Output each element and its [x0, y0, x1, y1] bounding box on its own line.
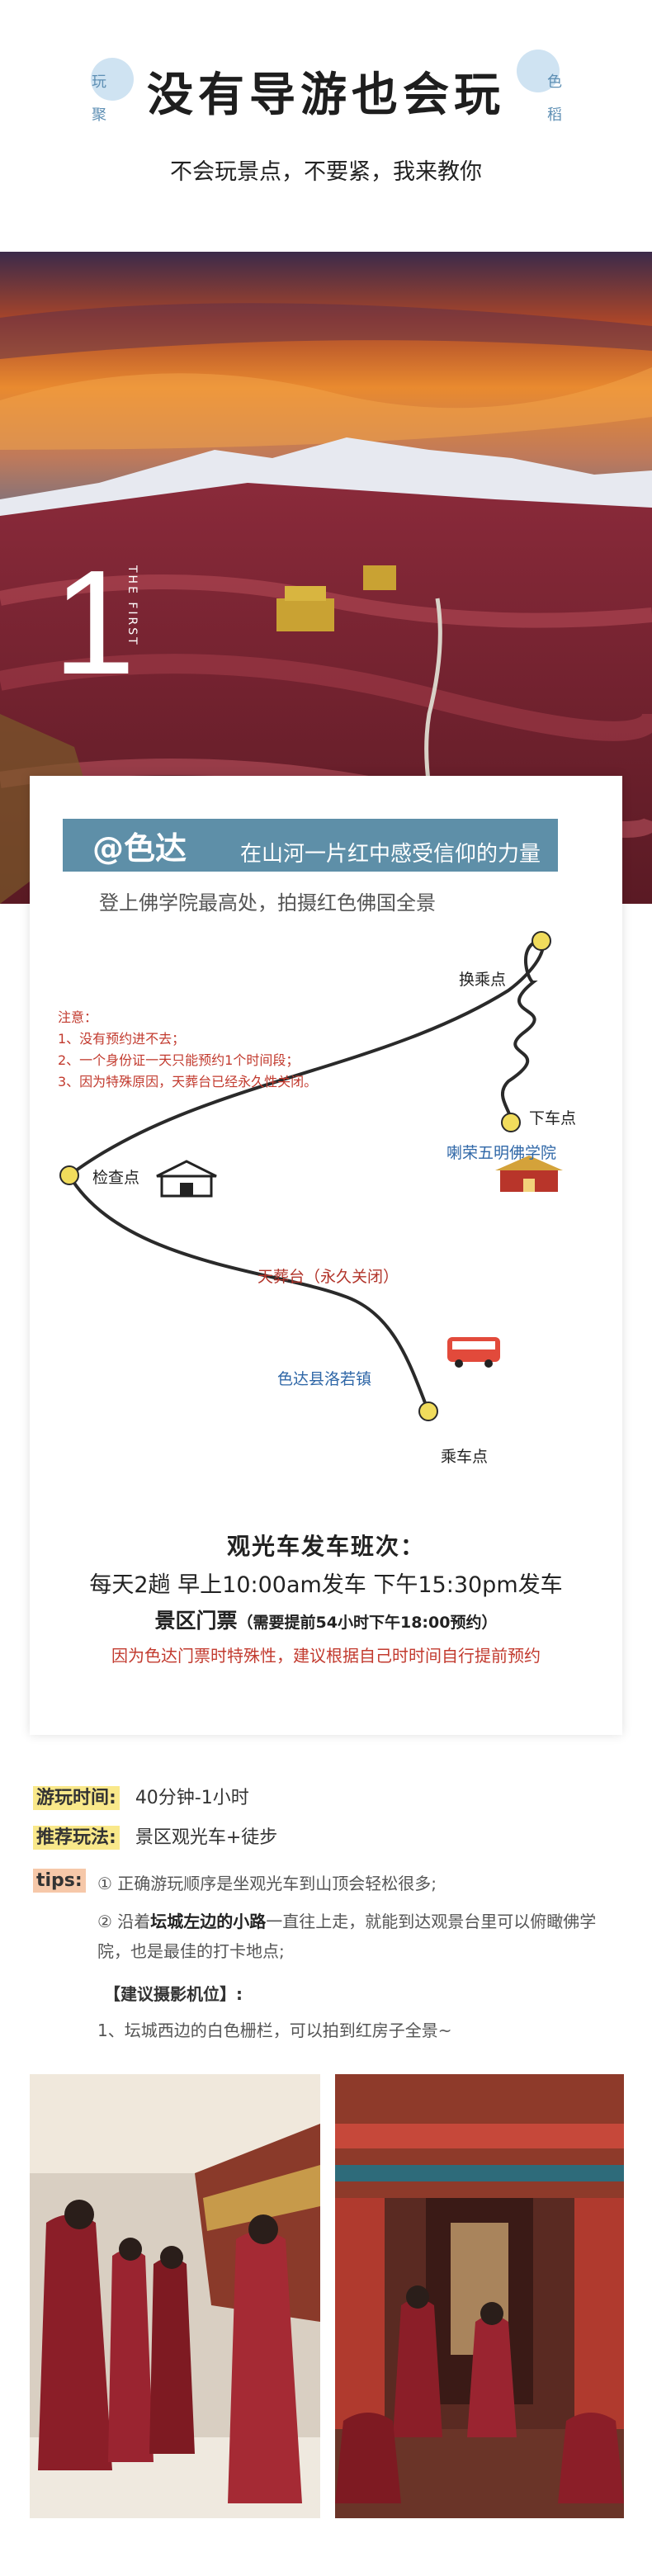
side-left-char: 玩 — [92, 73, 106, 91]
page-subtitle: 不会玩景点，不要紧，我来教你 — [170, 159, 482, 185]
destination-tagline: 在山河一片红中感受信仰的力量 — [240, 842, 541, 867]
route-card: @色达 在山河一片红中感受信仰的力量 登上佛学院最高处，拍摄红色佛国全景 — [30, 776, 622, 1735]
route-path-upper — [68, 938, 545, 1177]
ticket-heading: 景区门票（需要提前54小时下午18:00预约） — [30, 1605, 622, 1634]
tip-2: ② 沿着坛城左边的小路一直往上走，就能到达观景台里可以俯瞰佛学院，也是最佳的打卡… — [97, 1907, 626, 1966]
side-left-char: 聚 — [92, 106, 106, 124]
destination-intro: 登上佛学院最高处，拍摄红色佛国全景 — [99, 891, 436, 915]
map-notes: 注意： 1、没有预约进不去； 2、一个身份证一天只能预约1个时间段； 3、因为特… — [58, 1007, 317, 1093]
note-line: 注意： — [58, 1009, 98, 1025]
play-time-value: 40分钟-1小时 — [135, 1788, 249, 1808]
tips-label-row: tips: — [33, 1869, 86, 1893]
side-right-char: 稻 — [547, 106, 562, 124]
checkpoint-marker — [59, 1165, 79, 1185]
label-board-point: 乘车点 — [441, 1448, 489, 1466]
tip-1: ① 正确游玩顺序是坐观光车到山顶会轻松很多; — [97, 1874, 437, 1893]
label-town: 色达县洛若镇 — [277, 1370, 372, 1388]
ticket-note: 因为色达门票时特殊性，建议根据自己时时间自行提前预约 — [111, 1646, 541, 1666]
side-text-left: 玩 聚 — [91, 66, 107, 132]
photo-monks-hall — [335, 2074, 624, 2518]
route-map-drawing — [59, 931, 563, 1421]
note-line: 2、一个身份证一天只能预约1个时间段； — [58, 1052, 300, 1068]
tips-label: tips: — [33, 1869, 86, 1893]
photo-spot-tip: 1、坛城西边的白色栅栏，可以拍到红房子全景~ — [97, 2021, 452, 2040]
label-institute: 喇荣五明佛学院 — [446, 1144, 557, 1162]
page-title: 没有导游也会玩 — [147, 69, 505, 122]
bus-schedule-times: 每天2趟 早上10:00am发车 下午15:30pm发车 — [89, 1572, 563, 1598]
tip-2-highlight: 坛城左边的小路 — [150, 1912, 267, 1931]
label-drop-point: 下车点 — [529, 1109, 577, 1127]
board-marker — [418, 1401, 438, 1421]
gate-icon — [156, 1160, 217, 1198]
play-time-row: 游玩时间: 40分钟-1小时 — [33, 1783, 249, 1810]
play-way-row: 推荐玩法: 景区观光车+徒步 — [33, 1822, 278, 1850]
title-decoration-circle-left — [91, 58, 134, 101]
play-time-label: 游玩时间: — [33, 1786, 120, 1810]
label-transfer-point: 换乘点 — [459, 971, 507, 989]
photo-spot-title: 【建议摄影机位】: — [104, 1984, 243, 2004]
monks-walking-illustration — [30, 2074, 320, 2518]
play-way-value: 景区观光车+徒步 — [135, 1827, 278, 1848]
route-path-lower — [68, 1174, 430, 1412]
section-number: 1 — [53, 540, 136, 706]
play-way-label: 推荐玩法: — [33, 1826, 120, 1850]
title-decoration-circle-right — [517, 50, 560, 92]
monastery-icon — [495, 1156, 563, 1192]
photo-monks-walking — [30, 2074, 320, 2518]
tip-2-suffix: 一直往上走，就能到达观景台里可以俯瞰佛学院，也是最佳的打卡地点; — [97, 1912, 597, 1961]
bus-icon — [447, 1337, 500, 1368]
header: 玩 聚 色 稻 没有导游也会玩 不会玩景点，不要紧，我来教你 — [0, 0, 652, 248]
label-checkpoint: 检查点 — [92, 1169, 140, 1187]
bus-schedule-title: 观光车发车班次： — [226, 1533, 425, 1560]
ticket-subtitle: （需要提前54小时下午18:00预约） — [237, 1614, 498, 1632]
section-number-caption: THE FIRST — [125, 565, 139, 647]
transfer-marker — [532, 931, 551, 951]
route-map — [30, 916, 622, 1444]
side-right-char: 色 — [547, 73, 562, 91]
label-sky-burial: 天葬台（永久关闭） — [257, 1268, 399, 1286]
tip-2-prefix: ② 沿着 — [97, 1912, 151, 1931]
monks-hall-illustration — [335, 2074, 624, 2518]
side-text-right: 色 稻 — [546, 66, 563, 132]
destination-banner — [63, 819, 558, 872]
destination-name: @色达 — [92, 830, 187, 867]
note-line: 3、因为特殊原因，天葬台已经永久性关闭。 — [58, 1074, 318, 1089]
ticket-title: 景区门票 — [154, 1609, 238, 1633]
note-line: 1、没有预约进不去； — [58, 1031, 186, 1047]
drop-marker — [501, 1113, 521, 1132]
